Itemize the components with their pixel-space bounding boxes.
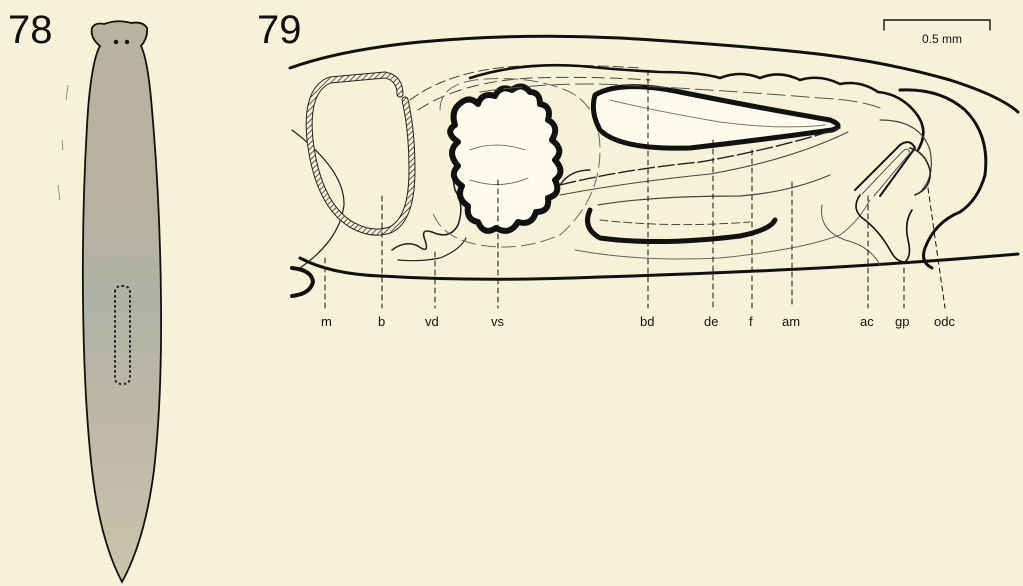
label-gp: gp: [895, 314, 909, 329]
scale-bar: [884, 20, 990, 30]
scale-bar-label: 0.5 mm: [922, 32, 962, 46]
label-vd: vd: [425, 314, 439, 329]
label-am: am: [782, 314, 800, 329]
label-bd: bd: [640, 314, 654, 329]
left-eye-icon: [114, 40, 118, 44]
label-ac: ac: [860, 314, 874, 329]
label-odc: odc: [934, 314, 955, 329]
copulatory-apparatus-drawing: [290, 20, 1018, 308]
flatworm-body-drawing: [58, 21, 161, 582]
right-eye-icon: [125, 40, 129, 44]
label-b: b: [378, 314, 385, 329]
label-vs: vs: [491, 314, 505, 329]
label-m: m: [321, 314, 332, 329]
label-f: f: [749, 314, 753, 329]
label-de: de: [704, 314, 718, 329]
